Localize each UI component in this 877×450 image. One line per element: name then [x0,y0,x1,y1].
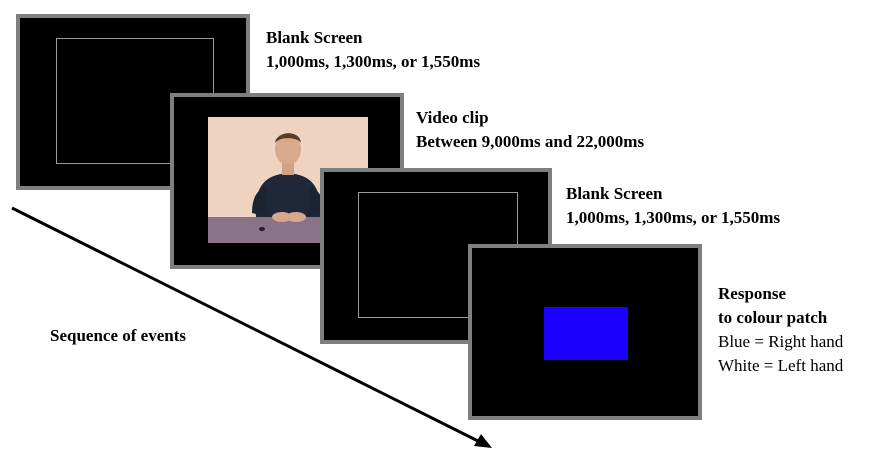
blank-screen-2-duration: 1,000ms, 1,300ms, or 1,550ms [566,208,781,227]
sequence-label: Sequence of events [50,324,186,348]
response-mapping-white: White = Left hand [718,356,844,375]
response-label: Response to colour patch Blue = Right ha… [718,282,843,378]
response-subtitle: to colour patch [718,308,828,327]
blank-screen-1-title: Blank Screen [266,28,363,47]
colour-patch [544,307,628,360]
sequence-arrow-line [11,206,485,446]
video-clip-duration: Between 9,000ms and 22,000ms [416,132,645,151]
blank-screen-1-label: Blank Screen 1,000ms, 1,300ms, or 1,550m… [266,26,480,74]
sequence-label-text: Sequence of events [50,326,186,345]
blank-screen-1-duration: 1,000ms, 1,300ms, or 1,550ms [266,52,481,71]
response-title: Response [718,284,787,303]
arrow-head-icon [474,434,492,448]
video-clip-label: Video clip Between 9,000ms and 22,000ms [416,106,644,154]
response-screen [468,244,702,420]
blank-screen-2-title: Blank Screen [566,184,663,203]
video-clip-title: Video clip [416,108,489,127]
response-mapping-blue: Blue = Right hand [718,332,844,351]
blank-screen-2-label: Blank Screen 1,000ms, 1,300ms, or 1,550m… [566,182,780,230]
